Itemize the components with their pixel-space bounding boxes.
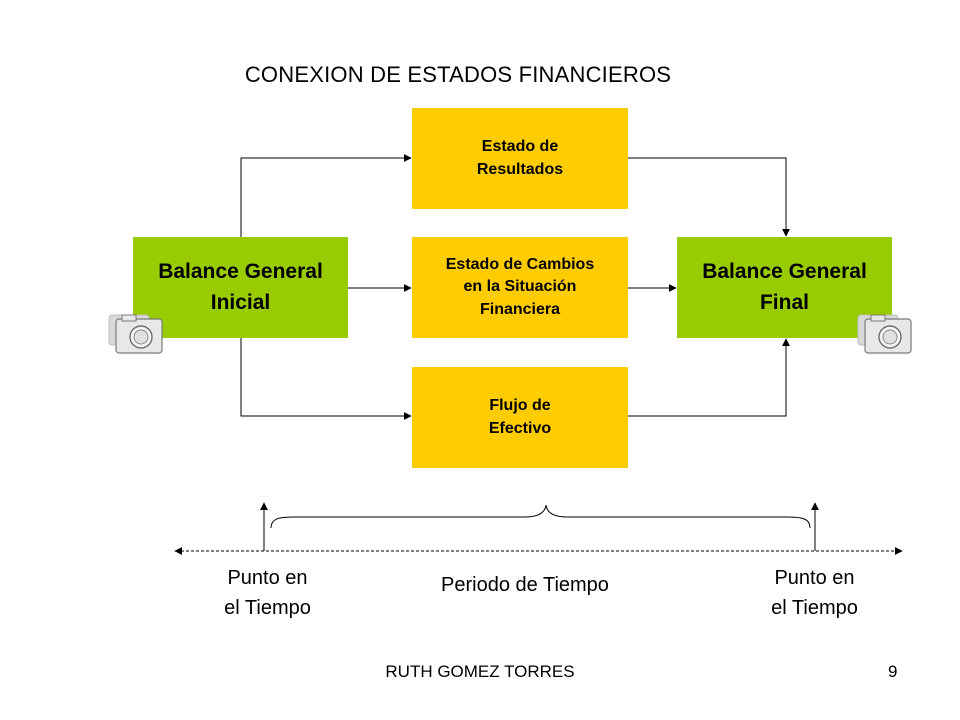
page-number: 9: [888, 662, 898, 681]
period-brace: [270, 504, 811, 529]
camera-icon: [108, 314, 163, 354]
arrow-resultados-to-final: [628, 157, 790, 237]
punto-tiempo-final-label: Punto en el Tiempo: [771, 567, 858, 619]
footer-author: RUTH GOMEZ TORRES: [385, 662, 575, 681]
arrow-to-flujo: [240, 338, 412, 420]
estado-resultados-box: Estado de Resultados: [412, 108, 628, 209]
arrow-flujo-to-final: [628, 338, 790, 417]
flujo-efectivo-box: Flujo de Efectivo: [412, 367, 628, 468]
balance-general-final-box: Balance General Final: [677, 237, 892, 338]
camera-icon: [857, 314, 912, 354]
page-title: CONEXION DE ESTADOS FINANCIEROS: [244, 62, 672, 87]
balance-general-inicial-box: Balance General Inicial: [133, 237, 348, 338]
estado-cambios-box: Estado de Cambios en la Situación Financ…: [412, 237, 628, 338]
arrow-to-resultados: [240, 154, 412, 237]
punto-tiempo-inicial-label: Punto en el Tiempo: [224, 567, 311, 619]
periodo-tiempo-label: Periodo de Tiempo: [441, 574, 609, 596]
